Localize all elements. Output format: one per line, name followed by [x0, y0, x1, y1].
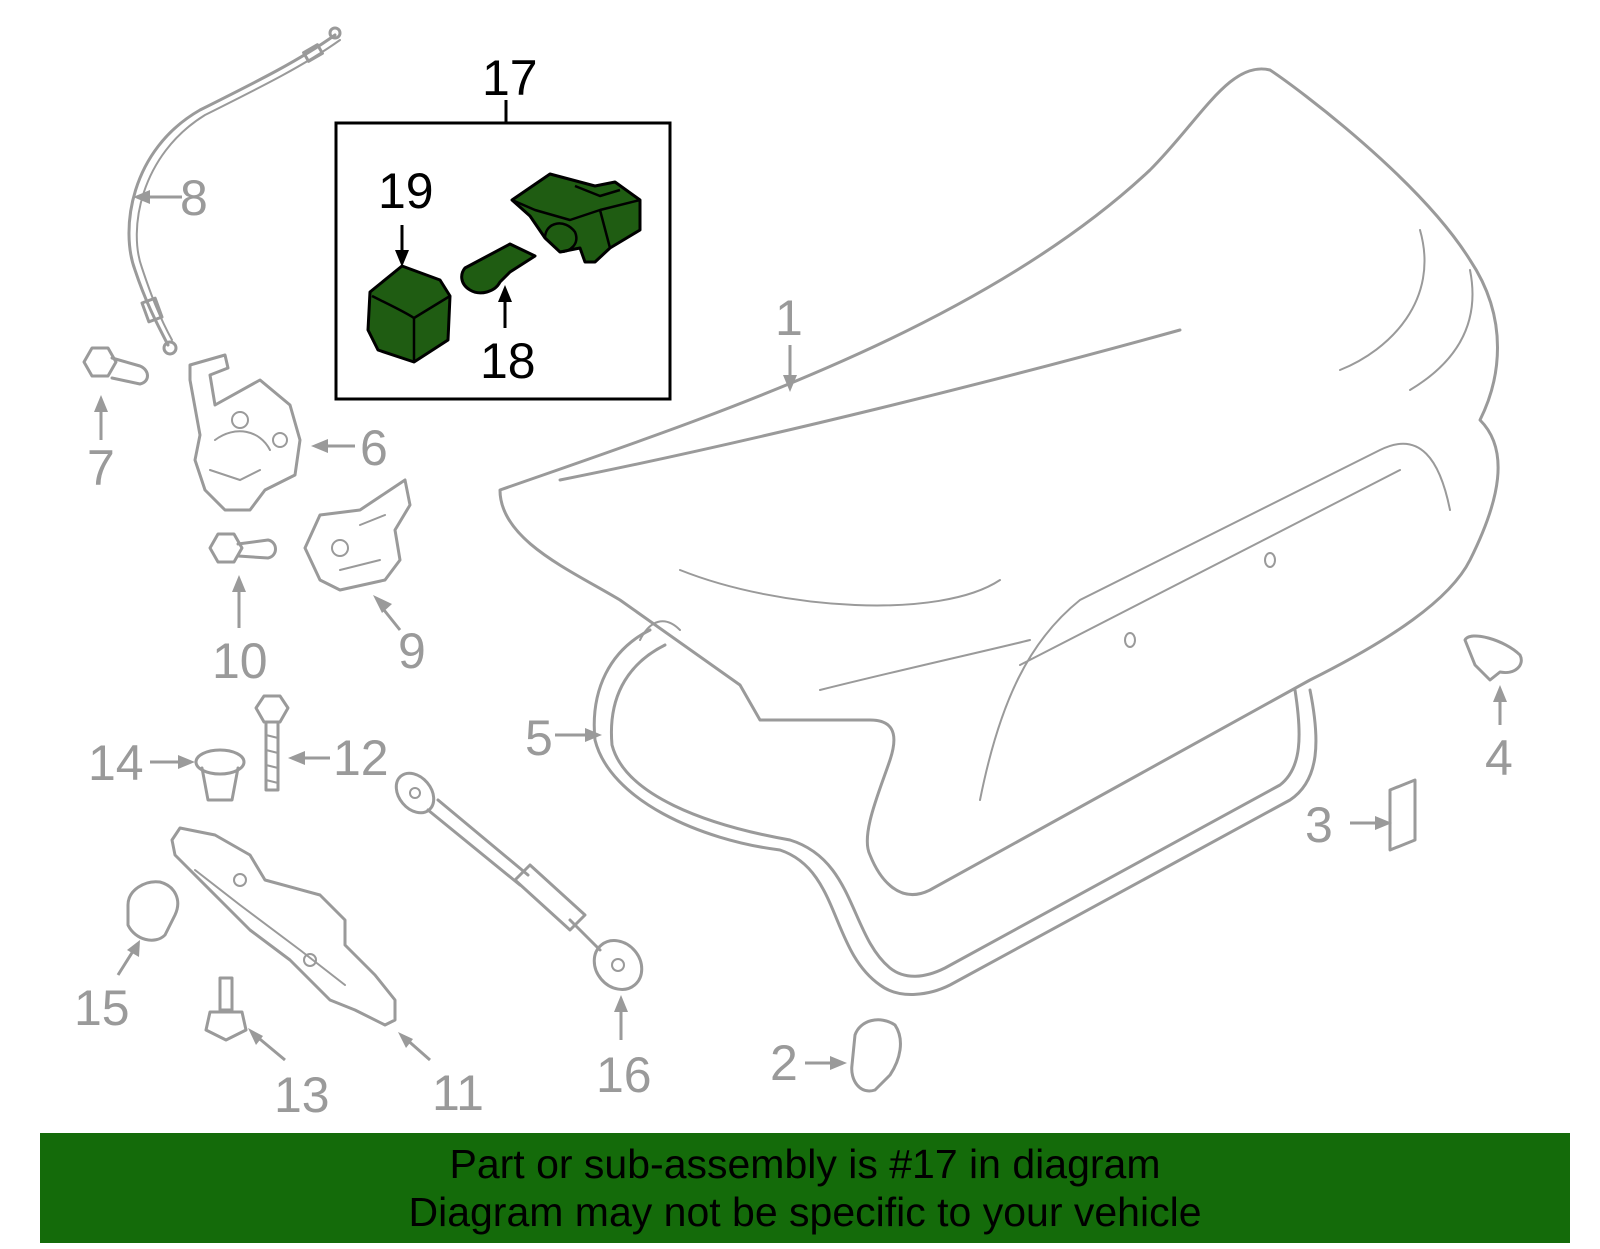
callout-11: 11	[432, 1065, 484, 1121]
part-13-bolt[interactable]	[204, 976, 248, 1042]
part-6-latch[interactable]	[188, 353, 302, 512]
callout-1: 1	[775, 290, 803, 346]
callout-14: 14	[88, 735, 144, 791]
callout-6: 6	[360, 420, 388, 476]
callout-8: 8	[180, 170, 208, 226]
part-11-hinge[interactable]	[170, 826, 397, 1027]
sub-assembly-17-box[interactable]	[334, 100, 672, 401]
callout-18: 18	[480, 333, 536, 389]
callout-10: 10	[212, 633, 268, 689]
part-8-release-cable[interactable]	[127, 26, 342, 356]
part-4-clip[interactable]	[1463, 634, 1523, 682]
callout-13: 13	[274, 1067, 330, 1123]
part-1-trunk-lid[interactable]	[498, 67, 1500, 897]
banner-line-1: Part or sub-assembly is #17 in diagram	[449, 1141, 1161, 1187]
callout-9: 9	[398, 623, 426, 679]
part-3-plate[interactable]	[1388, 778, 1417, 852]
part-10-bolt[interactable]	[208, 532, 277, 564]
part-14-clip[interactable]	[194, 748, 246, 802]
part-15-bumper[interactable]	[126, 880, 180, 942]
leader-arrows	[94, 190, 1507, 1070]
callout-15: 15	[74, 980, 130, 1036]
callout-12: 12	[333, 730, 389, 786]
callout-19: 19	[378, 163, 434, 219]
callout-5: 5	[525, 710, 553, 766]
part-19-cap[interactable]	[366, 264, 452, 364]
callout-4: 4	[1485, 730, 1513, 786]
banner-line-2: Diagram may not be specific to your vehi…	[408, 1189, 1202, 1235]
part-5-weatherstrip[interactable]	[592, 620, 1318, 996]
callout-17: 17	[482, 50, 538, 106]
part-16-strut[interactable]	[389, 766, 652, 999]
callout-2: 2	[770, 1035, 798, 1091]
part-9-striker[interactable]	[303, 478, 412, 592]
part-12-bolt[interactable]	[254, 694, 290, 792]
info-banner: Part or sub-assembly is #17 in diagram D…	[40, 1133, 1570, 1243]
callout-7: 7	[87, 440, 115, 496]
part-18-pad[interactable]	[460, 242, 537, 295]
part-7-bolt[interactable]	[82, 346, 149, 386]
part-17-actuator[interactable]	[510, 172, 642, 264]
callout-16: 16	[596, 1047, 652, 1103]
part-2-bumper[interactable]	[850, 1018, 902, 1093]
callout-labels: 1 2 3 4 5 6 7 8 9 10 11 12 13 14 15 16 1…	[74, 50, 1513, 1123]
callout-3: 3	[1305, 797, 1333, 853]
